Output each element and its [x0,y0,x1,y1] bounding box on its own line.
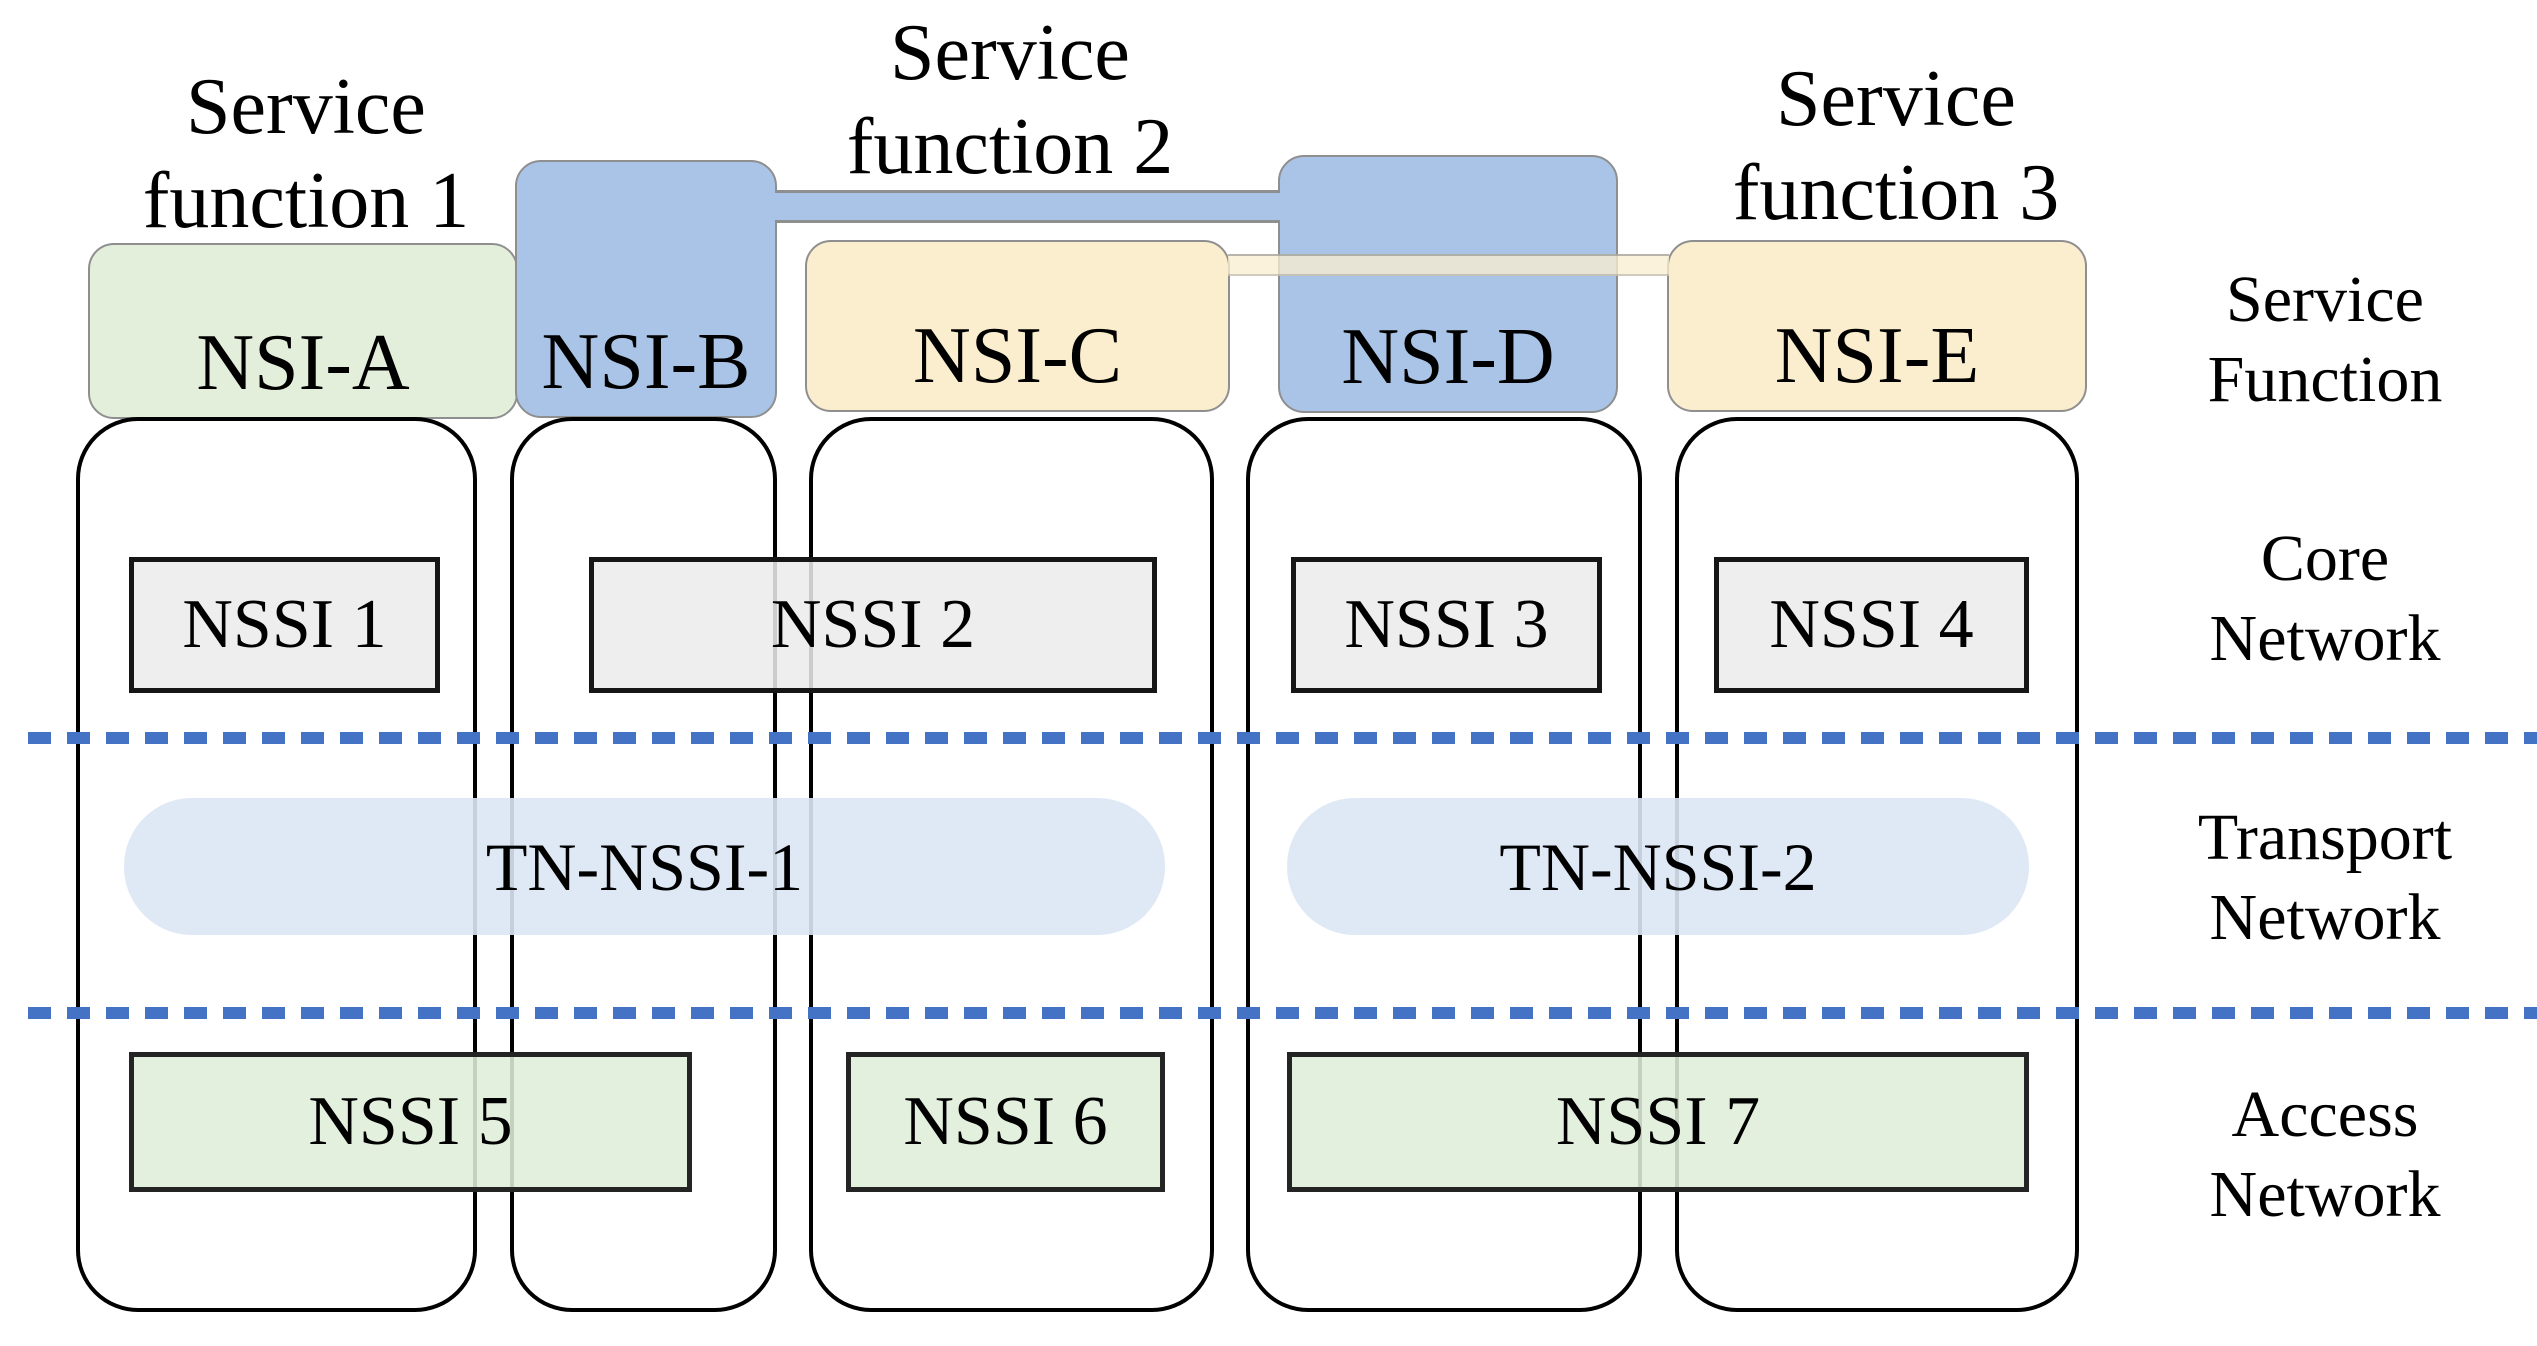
layer-label-access-network-line1: Access [2231,1078,2419,1151]
nsi-b-to-d-connector [775,190,1280,223]
tn-nssi-2-label: TN-NSSI-2 [1499,828,1817,905]
layer-label-service-function-line1: Service [2226,263,2424,336]
nsi-c-label: NSI-C [913,312,1122,400]
transport-access-divider-line [28,1007,2537,1019]
tn-nssi-2-pill: TN-NSSI-2 [1287,798,2029,935]
nsi-a-label: NSI-A [196,319,410,407]
nsi-b-label: NSI-B [541,318,751,406]
nssi-5-label: NSSI 5 [308,1083,513,1160]
core-transport-divider-line [28,732,2537,744]
nssi-1-box: NSSI 1 [129,557,440,693]
nsi-c-to-e-connector [1228,254,1669,276]
nssi-5-box: NSSI 5 [129,1052,692,1192]
nsi-b-box: NSI-B [515,160,777,418]
service-function-3-label: Service function 3 [1636,52,2156,240]
nssi-2-label: NSSI 2 [770,586,976,663]
service-function-1-label: Service function 1 [46,60,566,248]
service-function-1-line1: Service [186,63,426,151]
nsi-e-label: NSI-E [1774,312,1980,400]
layer-label-core-network-line2: Network [2209,602,2441,675]
layer-label-core-network-line1: Core [2260,522,2390,595]
layer-label-access-network: Access Network [2110,1075,2537,1235]
service-function-2-label: Service function 2 [750,6,1270,194]
nsi-e-box: NSI-E [1667,240,2087,412]
service-function-2-line2: function 2 [846,103,1174,191]
nssi-3-box: NSSI 3 [1291,557,1602,693]
nssi-7-box: NSSI 7 [1287,1052,2029,1192]
layer-label-access-network-line2: Network [2209,1158,2441,1231]
nssi-6-label: NSSI 6 [903,1083,1108,1160]
nssi-4-label: NSSI 4 [1769,586,1974,663]
nssi-2-box: NSSI 2 [589,557,1157,693]
nssi-6-box: NSSI 6 [846,1052,1165,1192]
nsi-d-box: NSI-D [1278,155,1618,413]
nssi-3-label: NSSI 3 [1344,586,1549,663]
nssi-4-box: NSSI 4 [1714,557,2029,693]
layer-label-transport-network-line1: Transport [2197,801,2453,874]
nsi-d-label: NSI-D [1341,313,1555,401]
layer-label-core-network: Core Network [2110,519,2537,679]
service-function-3-line1: Service [1776,55,2016,143]
layer-label-transport-network: Transport Network [2110,798,2537,958]
nsi-c-box: NSI-C [805,240,1230,412]
service-function-3-line2: function 3 [1732,149,2060,237]
tn-nssi-1-pill: TN-NSSI-1 [124,798,1165,935]
service-function-2-line1: Service [890,9,1130,97]
layer-label-transport-network-line2: Network [2209,881,2441,954]
layer-label-service-function-line2: Function [2207,343,2443,416]
nssi-1-label: NSSI 1 [182,586,387,663]
tn-nssi-1-label: TN-NSSI-1 [485,828,804,905]
layer-label-service-function: Service Function [2110,260,2537,420]
nssi-7-label: NSSI 7 [1555,1083,1761,1160]
service-function-1-line2: function 1 [142,157,470,245]
nsi-a-box: NSI-A [88,243,518,419]
